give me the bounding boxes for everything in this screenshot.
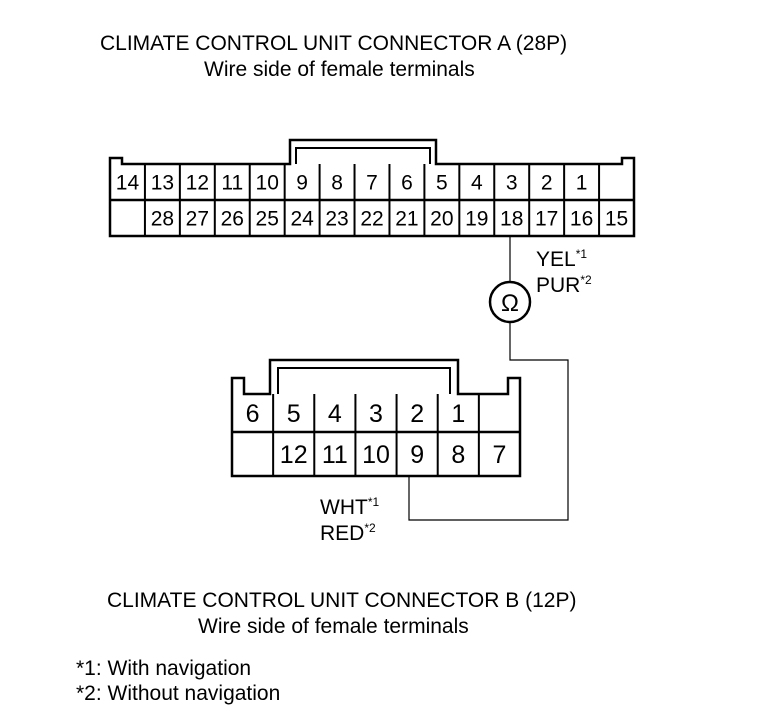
connector-a-terminal: 3 (506, 172, 518, 195)
connector-a-terminal: 15 (605, 208, 628, 231)
wire-a-mark-2: *2 (580, 273, 592, 287)
connector-a-subtitle: Wire side of female terminals (204, 58, 475, 81)
probe-wire-a-bottom (408, 322, 569, 521)
connector-a-terminal: 9 (296, 172, 308, 195)
connector-b-subtitle: Wire side of female terminals (198, 615, 469, 638)
connector-a-terminal: 18 (500, 208, 523, 231)
ohmmeter-symbol (488, 280, 532, 324)
wire-b-mark-1: *1 (367, 495, 380, 509)
connector-b-terminal: 5 (287, 400, 301, 428)
connector-a-terminal: 25 (256, 208, 279, 231)
wire-a-label-2: PUR*2 (536, 268, 592, 298)
connector-a-terminal: 21 (395, 208, 418, 231)
connector-b-latch (277, 367, 451, 394)
connector-a-terminal: 7 (366, 172, 378, 195)
connector-b-terminal: 4 (328, 400, 342, 428)
connector-a-terminal: 24 (290, 208, 314, 231)
connector-a-terminal: 16 (570, 208, 593, 231)
connector-a-housing (108, 138, 636, 238)
connector-a-terminal: 11 (221, 172, 243, 195)
connector-b-terminal: 7 (492, 441, 506, 469)
connector-a-terminal: 20 (430, 208, 453, 231)
wire-b-mark-2: *2 (364, 521, 376, 535)
connector-b-terminal: 6 (246, 400, 260, 428)
connector-a-terminal: 14 (116, 172, 140, 195)
connector-a-terminal: 10 (256, 172, 279, 195)
connector-b-title: CLIMATE CONTROL UNIT CONNECTOR B (12P) (107, 589, 577, 612)
connector-a-terminal: 5 (436, 172, 448, 195)
wire-a-color-1: YEL (536, 248, 576, 271)
connector-a-latch (295, 147, 431, 164)
connector-a-terminal: 8 (331, 172, 343, 195)
footnote-2: *2: Without navigation (76, 682, 281, 705)
footnote-1: *1: With navigation (76, 657, 252, 680)
connector-a-terminal: 28 (151, 208, 174, 231)
wire-b-label-1: WHT*1 (320, 490, 379, 520)
connector-a-terminal: 19 (465, 208, 488, 231)
connector-a-terminal: 26 (221, 208, 244, 231)
connector-a-terminal: 22 (360, 208, 383, 231)
connector-a-terminal: 13 (151, 172, 174, 195)
wire-a-mark-1: *1 (575, 247, 588, 261)
ohm-icon: Ω (501, 290, 519, 317)
wire-b-label-2: RED*2 (320, 516, 376, 546)
connector-a-terminal: 23 (325, 208, 348, 231)
connector-a-terminal: 2 (541, 172, 553, 195)
connector-a-terminal: 12 (186, 172, 209, 195)
wire-b-color-2: RED (320, 522, 365, 545)
connector-b-terminal: 1 (451, 400, 465, 428)
connector-b-terminal: 12 (280, 441, 308, 469)
wire-a-color-2: PUR (536, 274, 581, 297)
connector-a-terminal: 1 (576, 172, 588, 195)
connector-a-terminal: 6 (401, 172, 413, 195)
connector-a-title: CLIMATE CONTROL UNIT CONNECTOR A (28P) (100, 32, 568, 55)
wire-a-label-1: YEL*1 (536, 242, 587, 272)
connector-b-terminal: 2 (410, 400, 424, 428)
connector-a-terminal: 4 (471, 172, 483, 195)
connector-b-housing (230, 358, 522, 478)
connector-a-terminal: 27 (186, 208, 209, 231)
connector-b-terminal: 8 (451, 441, 465, 469)
connector-b-terminal: 10 (362, 441, 390, 469)
connector-b-terminal: 11 (322, 441, 348, 469)
wire-b-color-1: WHT (320, 496, 368, 519)
connector-b-terminal: 3 (369, 400, 383, 428)
connector-a-terminal: 17 (535, 208, 558, 231)
connector-b-terminal: 9 (410, 441, 424, 469)
